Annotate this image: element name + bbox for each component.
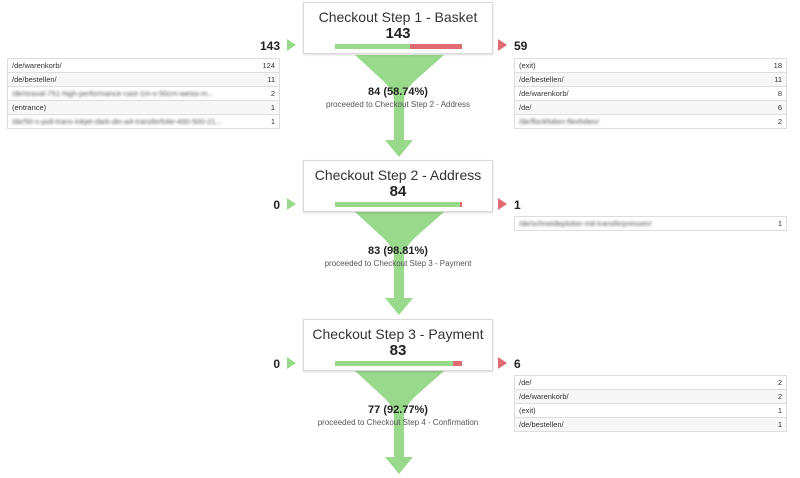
entrances-table: /de/warenkorb/124 /de/bestellen/11 /de/o… — [7, 58, 280, 129]
table-row[interactable]: /de/bestellen/1 — [515, 418, 786, 432]
exit-arrow-icon — [498, 198, 507, 210]
step-count: 83 — [389, 342, 407, 359]
proceeded-text: proceeded to Checkout Step 4 - Confirmat… — [317, 418, 479, 427]
table-row[interactable]: /de/flockfolien-flexfolien/2 — [515, 115, 786, 129]
table-row[interactable]: /de/warenkorb/2 — [515, 390, 786, 404]
proceeded-count: 84 (58.74%) — [368, 86, 428, 98]
exits-total: 59 — [514, 39, 528, 53]
step-title: Checkout Step 2 - Address — [314, 167, 482, 183]
funnel-shape-2 — [355, 212, 444, 315]
table-row[interactable]: /de/2 — [515, 376, 786, 390]
entrances-total: 0 — [273, 357, 280, 371]
exit-arrow-icon — [498, 39, 507, 51]
table-row[interactable]: /de/bestellen/11 — [8, 73, 279, 87]
step-count: 143 — [385, 25, 411, 42]
bar-exit — [452, 361, 462, 366]
table-row[interactable]: /de/warenkorb/8 — [515, 87, 786, 101]
proceeded-label: 77 (92.77%) proceeded to Checkout Step 4… — [300, 404, 496, 427]
entrances-total: 0 — [273, 198, 280, 212]
step-count: 84 — [389, 183, 407, 200]
step-card-2[interactable]: Checkout Step 2 - Address 84 — [303, 160, 493, 212]
step-progress-bar — [335, 361, 462, 366]
step-title: Checkout Step 3 - Payment — [312, 326, 484, 342]
proceeded-count: 83 (98.81%) — [368, 245, 428, 257]
table-row[interactable]: /de/bestellen/11 — [515, 73, 786, 87]
proceeded-label: 84 (58.74%) proceeded to Checkout Step 2… — [300, 86, 496, 109]
proceeded-text: proceeded to Checkout Step 3 - Payment — [324, 259, 472, 268]
bar-continue — [335, 361, 453, 366]
step-card-1[interactable]: Checkout Step 1 - Basket 143 — [303, 2, 493, 54]
step-progress-bar — [335, 44, 462, 49]
entrance-arrow-icon — [287, 357, 296, 369]
table-row[interactable]: /de/50-x-poli-trans-inkjet-dark-din-a4-t… — [8, 115, 279, 129]
exits-table: /de/2 /de/warenkorb/2 (exit)1 /de/bestel… — [514, 375, 787, 432]
table-row[interactable]: /de/6 — [515, 101, 786, 115]
bar-continue — [335, 202, 461, 207]
table-row[interactable]: /de/warenkorb/124 — [8, 59, 279, 73]
entrance-arrow-icon — [287, 39, 296, 51]
step-progress-bar — [335, 202, 462, 207]
table-row[interactable]: (exit)18 — [515, 59, 786, 73]
entrance-arrow-icon — [287, 198, 296, 210]
bar-exit — [409, 44, 462, 49]
bar-exit — [460, 202, 462, 207]
funnel-shape-3 — [355, 371, 444, 474]
proceeded-text: proceeded to Checkout Step 2 - Address — [325, 100, 471, 109]
table-row[interactable]: (exit)1 — [515, 404, 786, 418]
bar-continue — [335, 44, 410, 49]
exits-total: 6 — [514, 357, 521, 371]
step-title: Checkout Step 1 - Basket — [318, 9, 478, 25]
proceeded-label: 83 (98.81%) proceeded to Checkout Step 3… — [300, 245, 496, 268]
table-row[interactable]: /de/schneideplotter-mit-transferpressen/… — [515, 217, 786, 231]
entrances-total: 143 — [259, 39, 280, 53]
exit-arrow-icon — [498, 357, 507, 369]
step-card-3[interactable]: Checkout Step 3 - Payment 83 — [303, 319, 493, 371]
table-row[interactable]: (entrance)1 — [8, 101, 279, 115]
table-row[interactable]: /de/oraval-751-high-performance-cast-1m-… — [8, 87, 279, 101]
exits-table: (exit)18 /de/bestellen/11 /de/warenkorb/… — [514, 58, 787, 129]
funnel-shape-1 — [355, 55, 444, 157]
proceeded-count: 77 (92.77%) — [368, 404, 428, 416]
exits-total: 1 — [514, 198, 521, 212]
exits-table: /de/schneideplotter-mit-transferpressen/… — [514, 216, 787, 231]
